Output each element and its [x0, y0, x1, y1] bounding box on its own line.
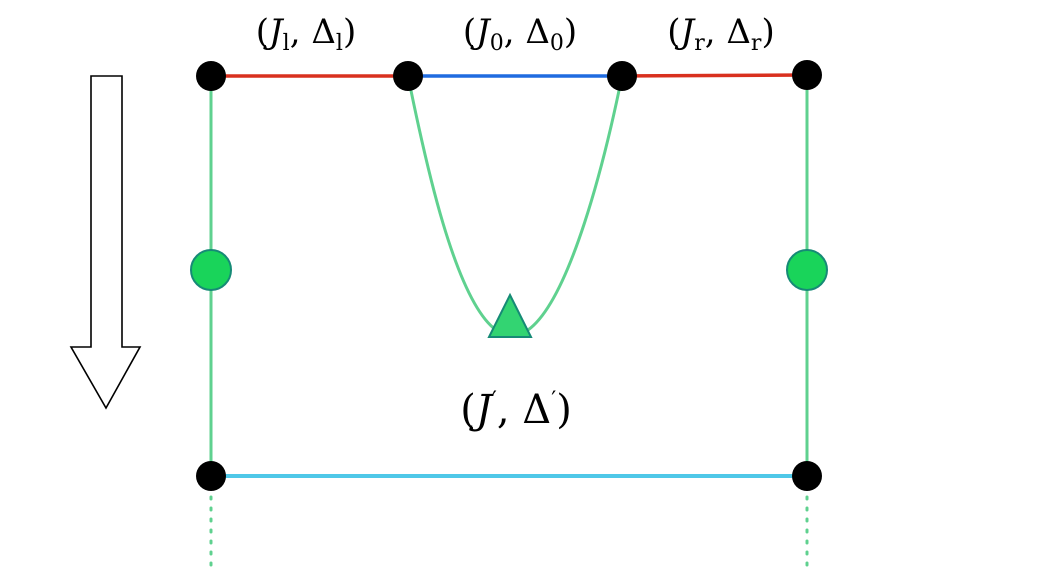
down-arrow-icon: [69, 75, 142, 410]
label-left-segment: (Jl, Δl): [256, 12, 356, 56]
left-green-node: [190, 249, 232, 291]
node-top-right: [792, 60, 822, 90]
right-green-node: [786, 249, 828, 291]
u-curve: [406, 75, 624, 332]
label-bottom-vertex: (J′, Δ′): [460, 387, 572, 433]
label-right-segment: (Jr, Δr): [667, 12, 774, 56]
triangle-vertex: [487, 292, 533, 338]
node-top-left: [196, 61, 226, 91]
node-bottom-left: [196, 461, 226, 491]
top-right-segment: [621, 73, 808, 78]
label-middle-segment: (J0, Δ0): [463, 12, 577, 56]
node-top-center-left: [393, 61, 423, 91]
node-bottom-right: [792, 461, 822, 491]
node-top-center-right: [607, 61, 637, 91]
